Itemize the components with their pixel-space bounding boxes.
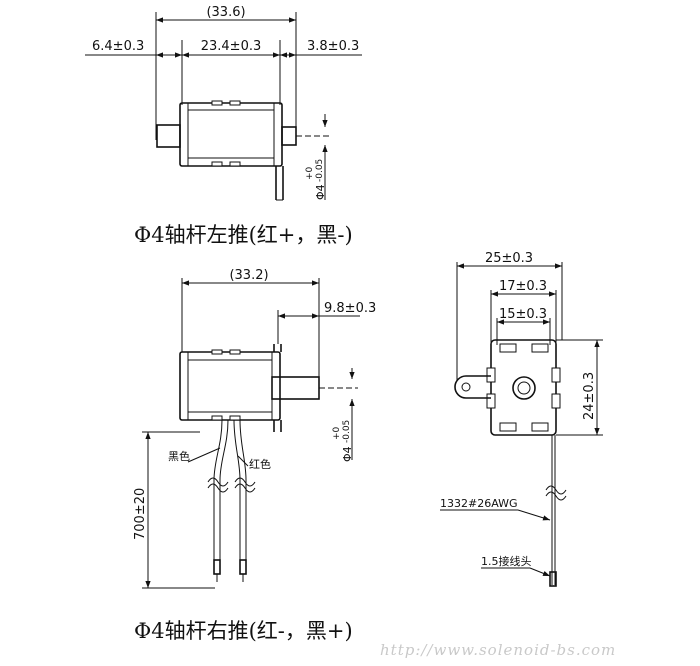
width-17-label: 17±0.3 [499, 279, 547, 294]
solenoid-body-2 [179, 344, 320, 432]
view-end: 25±0.3 17±0.3 15±0.3 [440, 251, 603, 587]
black-wire-label: 黑色 [168, 449, 190, 463]
solenoid-body-1 [156, 100, 297, 201]
dia-tol-minus-2: -0.05 [342, 420, 352, 443]
caption-right-push: Φ4轴杆右推(红-，黑+) [134, 619, 353, 643]
dia-tol-minus-1: -0.05 [315, 159, 325, 182]
dia-tol-plus-1: +0 [305, 166, 315, 180]
wire-spec-label: 1332#26AWG [440, 497, 518, 510]
terminal-label: 1.5接线头 [481, 554, 532, 568]
caption-left-push: Φ4轴杆左推(红+，黑-) [134, 223, 353, 247]
dia-label-2: Φ4 [341, 446, 354, 462]
dim-overall-label-2: (33.2) [229, 268, 268, 283]
width-15-label: 15±0.3 [499, 307, 547, 322]
dia-tol-plus-2: +0 [332, 426, 342, 440]
dia-label-1: Φ4 [314, 184, 327, 200]
dim-right-label: 3.8±0.3 [307, 39, 359, 54]
height-24-label: 24±0.3 [582, 372, 597, 420]
view-right-push: (33.2) 9.8±0.3 Φ4 +0 -0.05 [133, 268, 376, 643]
end-view-body [454, 339, 567, 587]
dim-overall-label: (33.6) [206, 5, 245, 20]
view-left-push: (33.6) 6.4±0.3 23.4±0.3 3.8±0.3 [85, 5, 362, 247]
dim-left-label: 6.4±0.3 [92, 39, 144, 54]
wire-length-label: 700±20 [133, 488, 148, 540]
dim-right-label-2: 9.8±0.3 [324, 301, 376, 316]
dim-middle-label: 23.4±0.3 [201, 39, 262, 54]
width-25-label: 25±0.3 [485, 251, 533, 266]
watermark: http://www.solenoid-bs.com [380, 641, 616, 659]
red-wire-label: 红色 [249, 457, 271, 471]
lead-wires [207, 419, 256, 582]
